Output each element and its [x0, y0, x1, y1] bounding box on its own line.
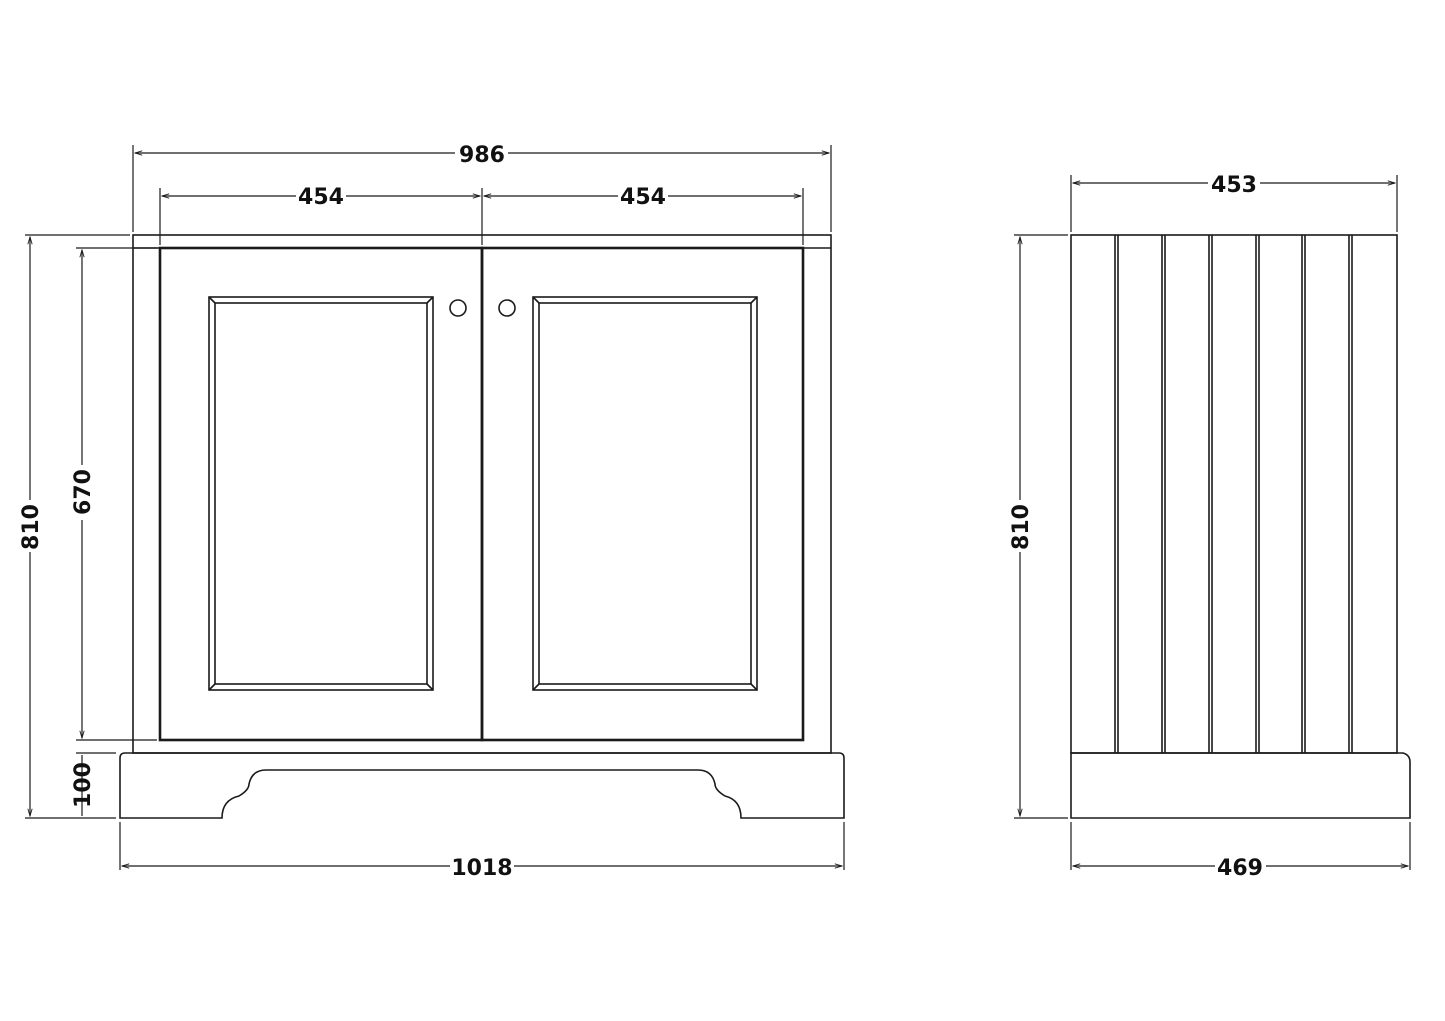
dim-side-depth: 453: [1211, 173, 1257, 198]
side-view: [1070, 234, 1411, 819]
left-door: [158, 246, 484, 742]
front-view: [119, 234, 845, 819]
dim-side-plinth-depth: 469: [1217, 856, 1263, 881]
dim-door-height: 670: [71, 469, 96, 515]
dim-side-height: 810: [1009, 504, 1034, 550]
door-knob-icon: [449, 299, 467, 317]
dim-right-door-width: 454: [620, 185, 666, 210]
plinth: [119, 752, 845, 819]
dim-plinth-height: 100: [71, 762, 96, 808]
right-door: [480, 246, 805, 742]
door-knob-icon: [498, 299, 516, 317]
dim-carcass-width: 986: [459, 143, 505, 168]
side-carcass-outline: [1070, 234, 1398, 754]
side-plinth: [1070, 752, 1411, 819]
dim-overall-height: 810: [19, 504, 44, 550]
side-dimensions: 453 810 469: [1009, 173, 1411, 881]
front-dimensions: 986 454 454 810 670 100 1018: [19, 143, 845, 881]
dim-plinth-width: 1018: [451, 856, 512, 881]
dim-left-door-width: 454: [298, 185, 344, 210]
side-slats: [1114, 235, 1353, 753]
